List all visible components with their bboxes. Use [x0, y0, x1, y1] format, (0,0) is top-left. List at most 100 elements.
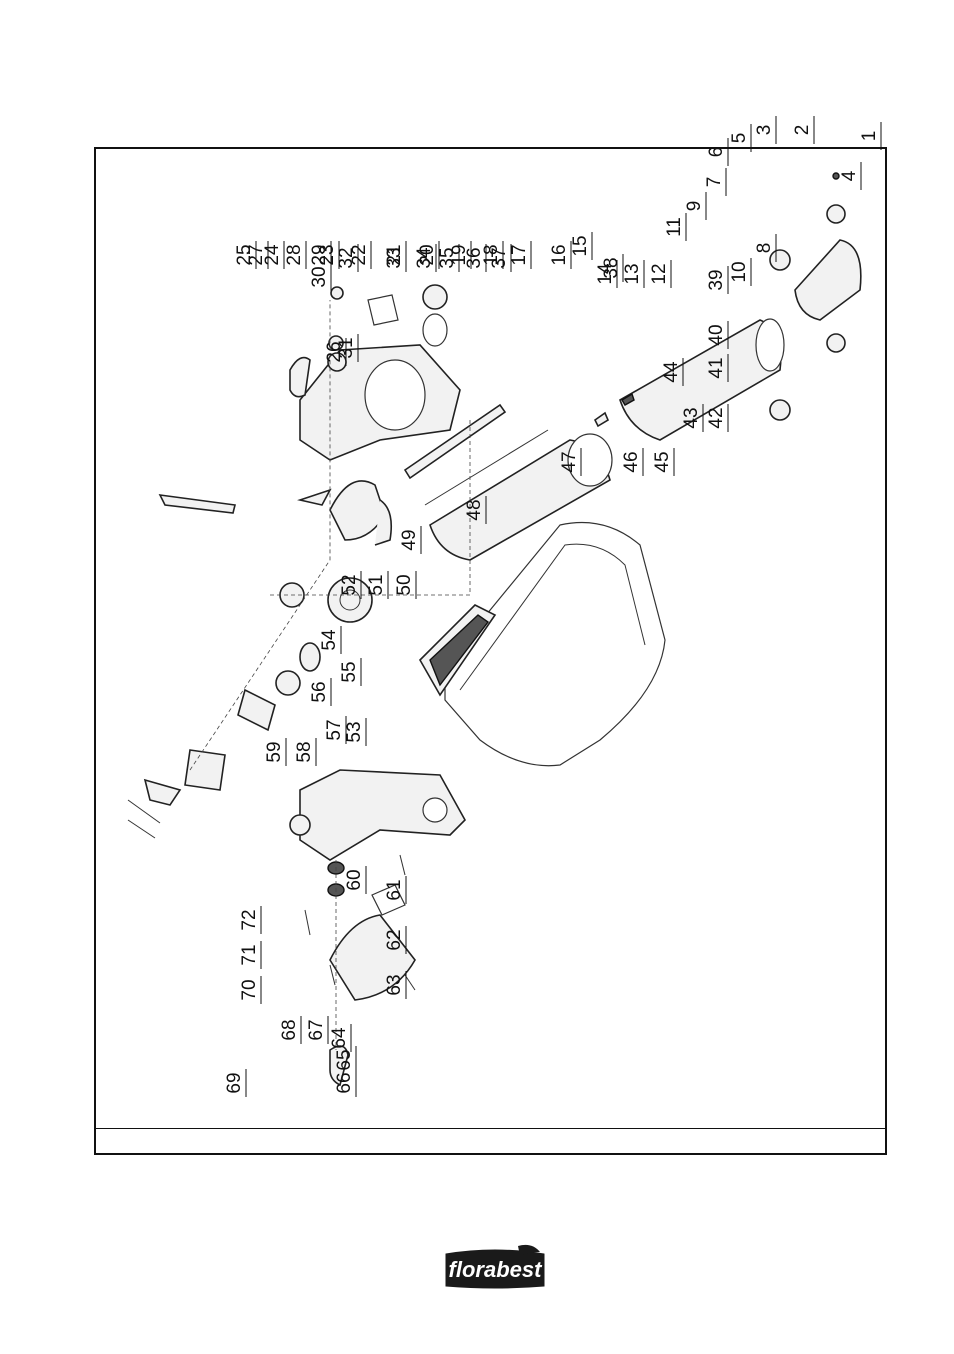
callout-62: 62 [384, 929, 405, 950]
callout-3: 3 [754, 125, 775, 136]
callout-42: 42 [706, 407, 727, 428]
callout-9: 9 [684, 201, 705, 212]
wheel-upper [769, 249, 791, 271]
ring-23 [328, 335, 344, 351]
callout-8: 8 [754, 243, 775, 254]
knob-72 [289, 814, 311, 836]
callout-60: 60 [344, 869, 365, 890]
screws [127, 799, 416, 991]
callout-69: 69 [224, 1072, 245, 1093]
callout-15: 15 [570, 235, 591, 256]
logo-badge [445, 1249, 545, 1289]
callout-72: 72 [239, 909, 260, 930]
handle-part-21 [289, 356, 311, 398]
callout-17: 17 [509, 244, 530, 265]
callout-46: 46 [621, 451, 642, 472]
callout-64: 64 [329, 1027, 350, 1049]
lever-66 [329, 1045, 349, 1087]
switch-part-18 [297, 488, 332, 506]
callout-33: 33 [384, 247, 405, 268]
ring-13 [299, 642, 321, 672]
callout-27: 27 [246, 244, 267, 265]
assembly-line-a [189, 300, 331, 771]
callout-44: 44 [661, 361, 682, 383]
rod-33 [424, 429, 549, 506]
bearing-12 [275, 670, 301, 696]
callout-41: 41 [706, 357, 727, 378]
callout-24: 24 [262, 244, 283, 266]
brush-holder-4 [143, 778, 182, 806]
collection-bag [444, 521, 666, 767]
filter-30 [422, 313, 448, 347]
callout-59: 59 [264, 741, 285, 762]
callout-31: 31 [336, 337, 357, 358]
callout-71: 71 [239, 944, 260, 965]
callout-68: 68 [279, 1019, 300, 1040]
callout-30: 30 [309, 266, 330, 287]
callout-58: 58 [294, 741, 315, 762]
clip-37 [621, 392, 635, 406]
callout-1: 1 [859, 131, 880, 142]
callout-70: 70 [239, 979, 260, 1000]
callout-12: 12 [649, 263, 670, 284]
callout-28: 28 [284, 244, 305, 265]
nut [832, 172, 840, 180]
callout-50: 50 [394, 574, 415, 595]
callout-20: 20 [417, 244, 438, 265]
callout-53: 53 [344, 721, 365, 742]
callout-7: 7 [704, 177, 725, 188]
ring-25 [330, 286, 344, 300]
wheel-nozzle-a [826, 204, 846, 224]
callout-26: 26 [324, 341, 345, 362]
leaf-icon [518, 1244, 540, 1256]
housing-fan-chamber [364, 359, 426, 431]
callout-63: 63 [384, 974, 405, 995]
assembly-line-c [270, 420, 471, 596]
callout-52: 52 [339, 574, 360, 595]
callout-22: 22 [349, 244, 370, 265]
armature-10 [237, 688, 276, 732]
wheel-lower [769, 399, 791, 421]
callout-35: 35 [437, 247, 458, 268]
callout-36: 36 [464, 247, 485, 268]
callout-10: 10 [729, 261, 750, 282]
callout-48: 48 [464, 499, 485, 520]
handle-cover [374, 499, 393, 546]
callout-32: 32 [336, 247, 357, 268]
callout-65: 65 [334, 1049, 355, 1070]
wheel-29 [422, 284, 448, 310]
stator-7 [184, 749, 226, 791]
callout-25: 25 [234, 244, 255, 265]
lower-tube-mouth [567, 433, 613, 487]
clip-36 [593, 411, 610, 428]
florabest-logo: florabest [445, 1244, 545, 1289]
callout-56: 56 [309, 681, 330, 702]
label-27 [367, 294, 399, 326]
callout-16: 16 [549, 244, 570, 265]
callout-37: 37 [489, 247, 510, 268]
callout-66: 66 [334, 1072, 355, 1093]
callout-45: 45 [652, 451, 673, 472]
callout-57: 57 [324, 719, 345, 740]
label-62 [371, 884, 406, 916]
upper-tube-end [755, 318, 785, 372]
callout-29: 29 [309, 244, 330, 265]
side-cover [329, 914, 416, 1001]
cord-strip [158, 494, 236, 514]
callout-47: 47 [559, 451, 580, 472]
callout-11: 11 [664, 217, 685, 237]
callout-21: 21 [384, 244, 405, 265]
impeller-hub [339, 589, 361, 611]
callout-13: 13 [622, 263, 643, 284]
logo-text: florabest [449, 1257, 544, 1282]
callout-51: 51 [366, 574, 387, 595]
callout-14: 14 [595, 263, 616, 285]
callout-6: 6 [706, 147, 727, 158]
callout-2: 2 [792, 125, 813, 136]
callout-67: 67 [306, 1019, 327, 1040]
bag-seam [459, 543, 646, 691]
wheel-nozzle-b [826, 333, 846, 353]
bag-frame-grip [429, 614, 489, 687]
parts-drawing [127, 172, 862, 1087]
